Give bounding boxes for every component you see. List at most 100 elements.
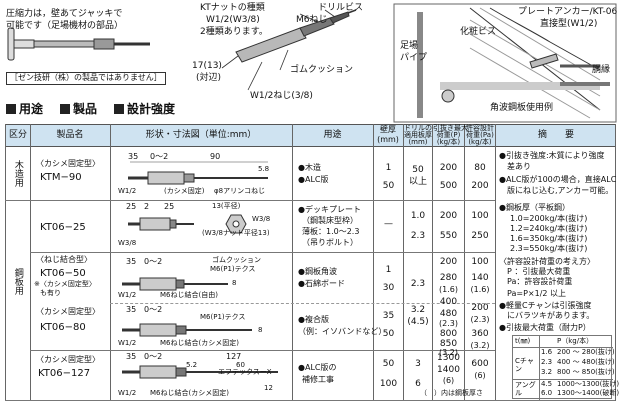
row-dash (110, 303, 495, 304)
row3-dim-d: M6(P1)テクス (210, 265, 256, 273)
row5-dim-i: 5.2 (186, 361, 198, 369)
row1-dim-c: 90 (210, 152, 221, 161)
p-table: t(㎜) P（kg/本） 1.6 200 〜 280(抜け) 2.3 400 〜… (512, 335, 619, 400)
row2-pull-2: 550 (439, 231, 458, 241)
remark-calc-1: 〈許容設計荷重の考え方〉 (499, 257, 595, 266)
col-line (5, 124, 6, 401)
row3-pull-3: (1.6) (439, 285, 458, 294)
row1-pull-1: 200 (439, 163, 458, 173)
row3-use-2: ●石綿ボード (298, 279, 345, 288)
row3-dim-f: W1/2 (118, 291, 137, 299)
square-bullet-icon (60, 104, 70, 114)
row2-dim-g: W3/8 (118, 239, 137, 247)
row2-drill-2: 2.3 (410, 231, 426, 241)
row1-dim-f: φ8アリンコねじ (214, 187, 266, 195)
table-header-border (5, 146, 615, 147)
hdr-pull-3: (kg/本) (436, 138, 461, 146)
row1-pull-2: 500 (439, 181, 458, 191)
row4-allow-1: 200 (471, 303, 489, 313)
row2-dim-d: 13(平径) (212, 202, 241, 210)
row5-allow-1: 600 (471, 359, 489, 369)
row5-pull-3: (6) (442, 376, 455, 385)
row3-pull-2: 280 (439, 273, 458, 283)
remark-steel-3: 1.6=350kg/本(抜け) (510, 234, 588, 243)
remark-calc-2: P ：引抜最大荷重 (507, 267, 571, 276)
row3-allow-2: 140 (471, 273, 489, 283)
row2-use-1: ●デッキプレート (298, 205, 361, 214)
row2-allow-1: 100 (471, 211, 489, 221)
row5-drill-2: 6 (415, 379, 421, 389)
remark-wood-1: ●引抜き強度:木質により強度 (499, 151, 605, 160)
remark-calc-3: Pa：許容設計荷重 (507, 277, 573, 286)
remark-wood-4: 版にねじ込む,アンカー可能。 (507, 186, 614, 195)
section-product: 製品 (60, 100, 97, 117)
row4-dim-a: 35 (126, 305, 137, 314)
row4-dim-d: 8 (258, 326, 263, 334)
row4-pull-2: 480 (439, 309, 458, 319)
hdr-wall-2: (mm) (377, 135, 399, 144)
p-table-row: 800 〜 850(抜け) (557, 368, 615, 376)
row4-wall-2: 50 (382, 329, 395, 339)
row4-drill-3: (4.5) (407, 317, 429, 327)
hdr-use: 用途 (323, 130, 342, 140)
row5-tag: 〈カシメ固定型〉 (36, 355, 100, 364)
section-usage: 用途 (6, 100, 43, 117)
hdr-remarks: 摘 要 (537, 130, 574, 140)
table-header (5, 124, 615, 146)
row5-pull-2: 1400 (437, 365, 460, 375)
hdr-kubun: 区分 (8, 130, 27, 140)
row2-drill-1: 1.0 (410, 211, 426, 221)
table-top-border (5, 124, 615, 125)
plate-anchor-2: 直接型(W1/2) (540, 19, 598, 29)
ashiba-1: 足場 (400, 41, 419, 51)
row4-allow-4: (3.2) (470, 341, 490, 350)
p-table-angle: アングル (515, 381, 536, 397)
row3-note-2: も有り (40, 289, 61, 297)
row4-name: KT06−80 (40, 322, 86, 333)
row2-dim-a: 25 (126, 202, 137, 211)
hdr-allow-3: (kg/本) (468, 138, 492, 146)
p-table-row: 400 〜 480(抜け) (557, 358, 615, 366)
kt-kind-2: W1/2(W3/8) (206, 15, 260, 25)
cat-steel: 鋼板用 (12, 268, 23, 295)
row1-tag: 〈カシメ固定型〉 (36, 159, 100, 168)
jack-illustration (7, 27, 150, 61)
row1-dim-a: 35 (128, 152, 139, 161)
remark-wood-2: 差あり (507, 162, 531, 171)
kt06-127-drawing (122, 365, 278, 379)
row5-dim-e: エフテックスーX (218, 368, 272, 376)
p-table-row: 1000〜1300(抜け) (557, 380, 620, 388)
row3-use-1: ●鋼板角波 (298, 267, 337, 276)
remark-calc-6: にバラツキがあります。 (507, 311, 595, 320)
plate-anchor-1: プレートアンカー/KT-06 (518, 7, 618, 17)
p-table-row: 6.0 (541, 389, 553, 397)
row4-allow-2: (2.3) (470, 315, 490, 324)
row1-name: KTM−90 (40, 172, 82, 183)
p-table-p-head: P（kg/本） (557, 337, 594, 345)
row2-allow-2: 250 (471, 231, 489, 241)
row4-wall-1: 35 (382, 311, 395, 321)
row5-dim-g: W1/2 (118, 389, 137, 397)
row2-dim-b: 2 (144, 202, 150, 211)
cat-wood: 木造用 (12, 160, 23, 187)
row1-dim-d: 5.8 (258, 165, 270, 173)
row-line (30, 350, 495, 351)
row5-use-2: 補修工事 (302, 375, 334, 384)
row3-wall-2: 30 (382, 283, 395, 293)
note-box: ［ゼン技研（株）の製品ではありません］ (6, 72, 166, 85)
row3-allow-3: (1.6) (470, 285, 490, 294)
row1-drill-2: 以上 (408, 177, 427, 187)
hdr-allow-2: 荷重(Pa) (466, 131, 494, 139)
p-table-row: 4.5 (541, 380, 553, 388)
row4-pull-4: 800 (439, 329, 458, 339)
row3-dim-a: 35 (126, 257, 137, 266)
hdr-wall-1: 壁厚 (380, 125, 396, 134)
row5-name: KT06−127 (38, 368, 91, 379)
remark-steel-2: 1.2=240kg/本(抜け) (510, 224, 588, 233)
row4-pull-5: 850 (439, 339, 458, 349)
row2-use-3: 薄板：1.0〜2.3 (302, 227, 360, 236)
col-line (30, 124, 31, 401)
square-bullet-icon (114, 104, 124, 114)
row5-dim-c: 127 (226, 352, 242, 361)
